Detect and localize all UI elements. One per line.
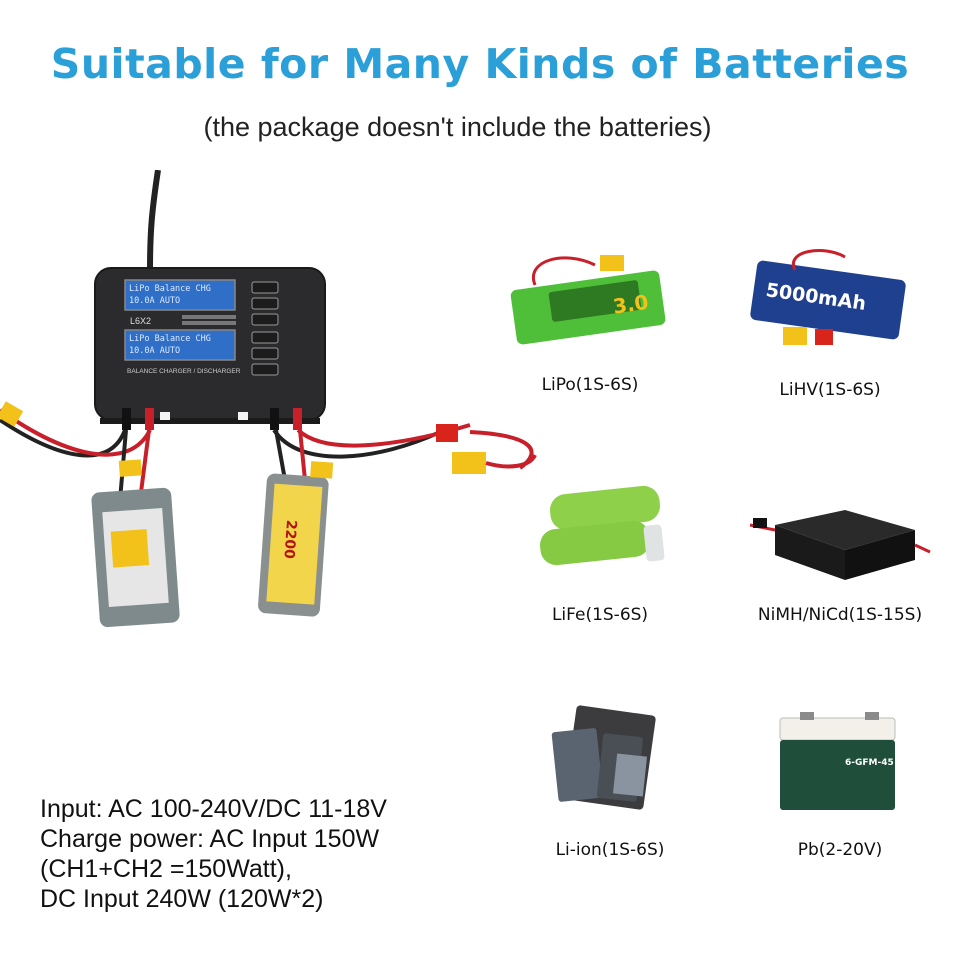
spec-line-dc-input: DC Input 240W (120W*2) (40, 885, 324, 913)
charger-buttons (251, 281, 279, 376)
battery-left (91, 459, 180, 628)
lcd-bottom-line2: 10.0A AUTO (129, 346, 180, 356)
charger-front-label: BALANCE CHARGER / DISCHARGER (127, 368, 241, 375)
page-title: Suitable for Many Kinds of Batteries (50, 40, 910, 88)
charger-model: L6X2 (130, 316, 151, 326)
nimh-battery-icon (749, 510, 931, 580)
lipo-battery-icon: 3.0 (510, 255, 666, 345)
battery-label-life: LiFe(1S-6S) (551, 605, 649, 625)
life-battery-icon (540, 485, 665, 566)
spec-line-charge-power: Charge power: AC Input 150W (40, 825, 380, 853)
power-cable (147, 170, 161, 271)
battery-tile-life: LiFe(1S-6S) (505, 470, 695, 650)
battery-label-pb: Pb(2-20V) (797, 840, 883, 860)
lcd-top-line2: 10.0A AUTO (129, 296, 180, 306)
lcd-bottom-line1: LiPo Balance CHG (129, 334, 211, 344)
lipo-battery-print: 3.0 (611, 290, 649, 319)
spec-line-input: Input: AC 100-240V/DC 11-18V (40, 795, 387, 823)
lcd-top-line1: LiPo Balance CHG (129, 284, 211, 294)
battery-tile-pb: 6-GFM-45 Pb(2-20V) (745, 700, 935, 880)
deans-connector (436, 424, 458, 442)
battery-tile-lihv: 5000mAh LiHV(1S-6S) (735, 245, 925, 425)
pb-battery-print: 6-GFM-45 (845, 758, 894, 768)
lihv-battery-icon: 5000mAh (750, 249, 906, 345)
battery-label-lipo: LiPo(1S-6S) (541, 375, 639, 395)
battery-tile-lipo: 3.0 LiPo(1S-6S) (495, 240, 685, 420)
lcd-top (124, 279, 236, 311)
liion-battery-icon (551, 705, 656, 810)
pb-battery-icon: 6-GFM-45 (779, 712, 896, 810)
output-jacks (122, 408, 302, 430)
battery-label-liion: Li-ion(1S-6S) (555, 840, 665, 860)
page-subtitle: (the package doesn't include the batteri… (203, 112, 712, 142)
battery-label-nimh: NiMH/NiCd(1S-15S) (757, 605, 923, 625)
lcd-bottom (124, 329, 236, 361)
xt60-connector (452, 452, 486, 474)
charger-illustration: LiPo Balance CHG 10.0A AUTO LiPo Balance… (0, 170, 537, 628)
battery-tile-liion: Li-ion(1S-6S) (515, 700, 705, 880)
specs-block: Input: AC 100-240V/DC 11-18V Charge powe… (40, 794, 510, 914)
battery-right: 2200 (258, 461, 334, 617)
battery-right-capacity: 2200 (280, 519, 299, 559)
battery-label-lihv: LiHV(1S-6S) (779, 380, 881, 400)
spec-line-channels: (CH1+CH2 =150Watt), (40, 855, 292, 883)
battery-tile-nimh: NiMH/NiCd(1S-15S) (745, 470, 935, 650)
